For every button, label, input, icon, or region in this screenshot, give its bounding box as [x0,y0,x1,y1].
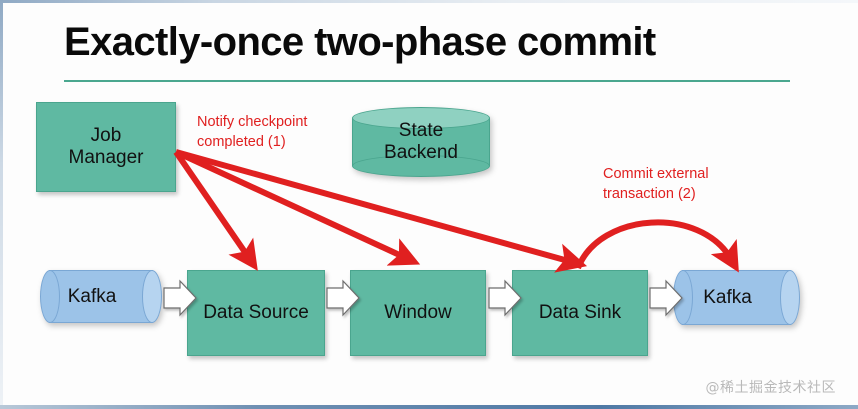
annotation-notify-checkpoint: Notify checkpoint completed (1) [197,114,308,150]
node-data-sink-label: Data Sink [538,301,622,323]
node-data-source[interactable]: Data Source [187,270,325,356]
node-data-source-label: Data Source [203,301,309,323]
page-title: Exactly-once two-phase commit [64,20,656,64]
node-job-manager-label: Job Manager [68,124,144,168]
node-window-label: Window [384,301,452,323]
annotation-commit-transaction: Commit external transaction (2) [603,166,709,202]
title-underline [64,80,790,82]
cylinder-body [49,270,153,323]
cylinder-right-cap [142,270,162,323]
node-kafka-sink[interactable]: Kafka [673,270,800,325]
signal-arrow-jobmanager-to-datasource [173,150,258,271]
node-state-backend[interactable]: State Backend [352,107,490,177]
node-kafka-source[interactable]: Kafka [40,270,162,323]
cylinder-left-cap [40,270,60,323]
node-state-backend-label: State Backend [384,119,458,163]
node-job-manager[interactable]: Job Manager [36,102,176,192]
node-data-sink[interactable]: Data Sink [512,270,648,356]
node-kafka-sink-label: Kafka [703,286,752,308]
signal-arrow-datasink-to-kafka-curved [575,219,739,273]
watermark: @稀土掘金技术社区 [705,380,836,396]
cylinder-right-cap [780,270,800,325]
cylinder-body [682,270,791,325]
cylinder-top-cap [352,107,490,129]
node-kafka-source-label: Kafka [67,285,117,307]
slide-edge-top [0,0,858,3]
slide-edge-left [0,0,3,409]
slide-edge-bottom [0,405,858,409]
node-window[interactable]: Window [350,270,486,356]
